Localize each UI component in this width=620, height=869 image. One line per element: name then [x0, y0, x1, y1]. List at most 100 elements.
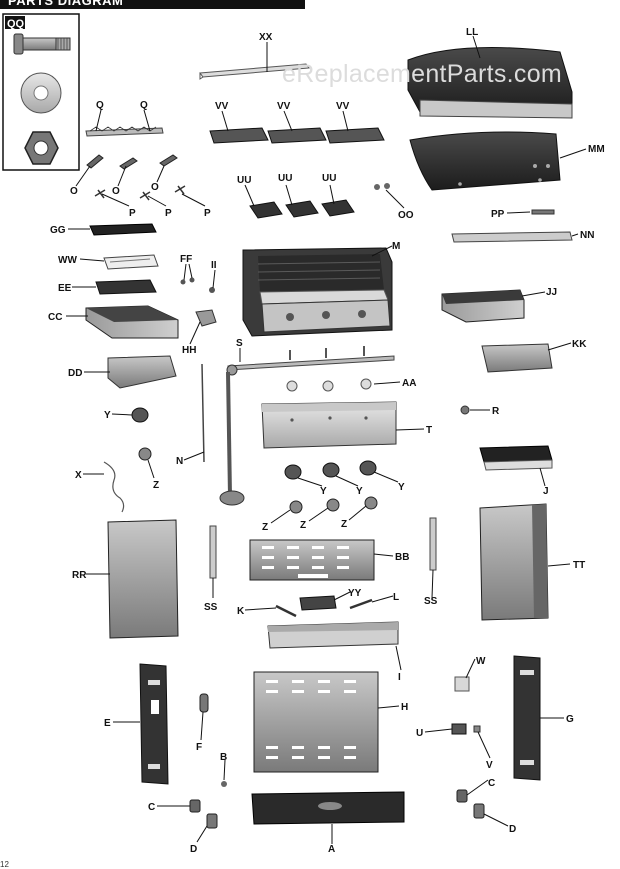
label-x: X — [75, 470, 82, 481]
label-f: F — [196, 742, 202, 753]
part-r-knob — [460, 405, 470, 415]
part-h-front — [253, 671, 379, 773]
label-uu3: UU — [322, 173, 336, 184]
label-k: K — [237, 606, 245, 617]
part-cc-side-shelf — [85, 305, 179, 339]
part-casters-right — [456, 789, 485, 819]
label-ee: EE — [58, 283, 72, 294]
part-y-knobs — [284, 460, 377, 480]
label-q1: Q — [96, 100, 104, 111]
label-ii: II — [211, 260, 217, 271]
part-tt-door — [479, 503, 549, 621]
label-e: E — [104, 718, 111, 729]
header-bar: PARTS DIAGRAM — [0, 0, 305, 9]
part-xx-warming-rod — [199, 63, 310, 80]
part-k-l-rails — [275, 598, 373, 618]
label-y3: Y — [356, 486, 363, 497]
part-b-screw — [221, 781, 227, 787]
label-o2: O — [112, 186, 120, 197]
label-s: S — [236, 338, 243, 349]
part-gg-grate — [89, 223, 157, 236]
label-z3: Z — [300, 520, 306, 531]
part-ee-bowl — [95, 279, 157, 295]
label-ss2: SS — [424, 596, 438, 607]
part-vv-grates — [209, 127, 385, 144]
label-m: M — [392, 241, 400, 252]
part-q-heat-tents — [85, 126, 164, 137]
part-bb-back-panel — [249, 539, 375, 581]
part-labels: XX LL Q Q VV VV VV MM O O O P P P UU UU … — [7, 18, 605, 855]
page-number: 12 — [0, 860, 9, 869]
label-j: J — [543, 486, 549, 497]
label-g: G — [566, 714, 574, 725]
label-qq: QQ — [7, 18, 25, 30]
label-y1: Y — [104, 410, 111, 421]
part-casters-left — [189, 799, 218, 829]
qq-washer — [20, 72, 62, 114]
label-z1: Z — [153, 480, 159, 491]
header-title: PARTS DIAGRAM — [8, 0, 124, 8]
label-b: B — [220, 752, 227, 763]
label-uu1: UU — [237, 175, 251, 186]
part-ff-ii-valves — [180, 277, 215, 293]
label-q2: Q — [140, 100, 148, 111]
label-kk: KK — [572, 339, 587, 350]
label-ss1: SS — [204, 602, 218, 613]
label-z4: Z — [341, 519, 347, 530]
label-t: T — [426, 425, 432, 436]
part-n-rod — [201, 363, 205, 463]
label-c2: C — [488, 778, 495, 789]
label-c1: C — [148, 802, 155, 813]
part-yy-box — [299, 595, 337, 611]
label-pp: PP — [491, 209, 505, 220]
label-d1: D — [190, 844, 197, 855]
label-ww: WW — [58, 255, 77, 266]
part-hh-ignitor — [195, 309, 217, 327]
label-h: H — [401, 702, 408, 713]
label-o3: O — [151, 182, 159, 193]
label-yy: YY — [348, 588, 362, 599]
label-z2: Z — [262, 522, 268, 533]
part-i-panel — [267, 621, 399, 649]
label-ll: LL — [466, 27, 478, 38]
label-uu2: UU — [278, 173, 292, 184]
label-tt: TT — [573, 560, 585, 571]
part-mm-lid-back — [409, 131, 561, 191]
part-j-tray — [479, 445, 553, 471]
part-v-fitting — [473, 725, 481, 733]
label-y4: Y — [398, 482, 405, 493]
label-p1: P — [129, 208, 136, 219]
label-vv3: VV — [336, 101, 350, 112]
label-a: A — [328, 844, 335, 855]
label-d2: D — [509, 824, 516, 835]
label-n: N — [176, 456, 183, 467]
label-bb: BB — [395, 552, 409, 563]
part-z-valves — [289, 496, 378, 514]
label-o1: O — [70, 186, 78, 197]
qq-shoulder-bolt — [13, 33, 71, 55]
part-ww-burner — [103, 254, 159, 270]
part-z-valve-side — [138, 447, 152, 461]
watermark: eReplacementParts.com — [282, 60, 563, 88]
part-t-control-panel — [261, 401, 397, 449]
part-gas-line — [219, 371, 245, 506]
label-nn: NN — [580, 230, 594, 241]
part-jj-side-shelf — [441, 289, 525, 323]
label-cc: CC — [48, 312, 62, 323]
label-aa: AA — [402, 378, 416, 389]
part-x-wire — [103, 461, 125, 513]
part-ll-lid — [407, 47, 573, 119]
part-u-regulator — [451, 723, 467, 735]
label-xx: XX — [259, 32, 273, 43]
part-e-side — [139, 663, 169, 785]
part-w-block — [454, 676, 470, 692]
label-jj: JJ — [546, 287, 557, 298]
part-m-firebox — [242, 247, 393, 337]
part-p-clips — [94, 185, 186, 201]
leader-lines — [66, 35, 587, 844]
part-s-manifold — [226, 346, 395, 376]
part-aa-bezels — [286, 378, 372, 392]
label-hh: HH — [182, 345, 196, 356]
label-v: V — [486, 760, 493, 771]
